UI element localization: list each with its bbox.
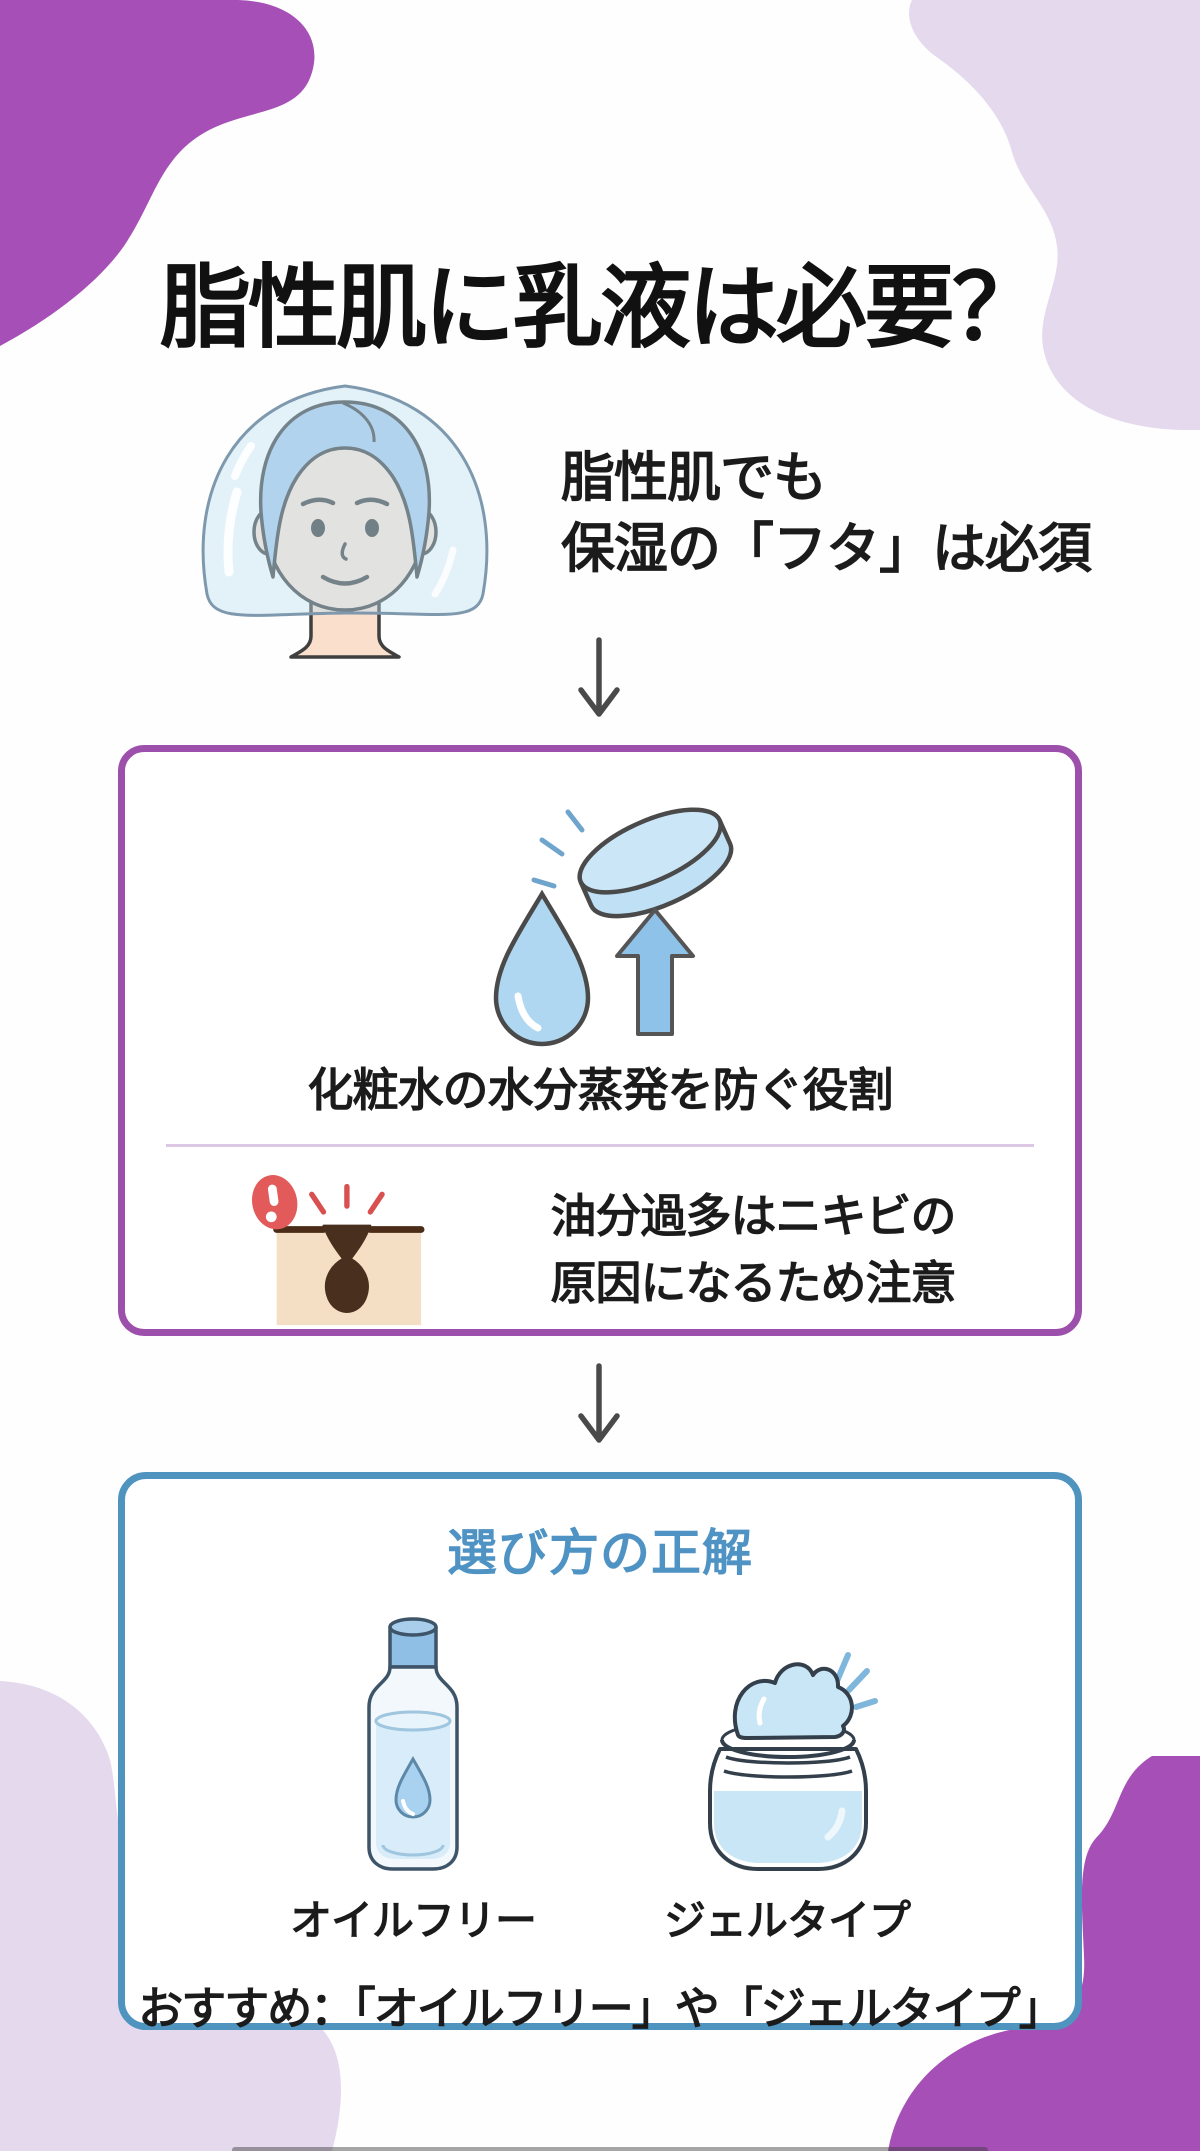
recommendation-text: おすすめ：「オイルフリー」や「ジェルタイプ」 <box>138 1983 1064 2034</box>
intro-heading: 脂性肌でも 保湿の「フタ」は必須 <box>561 443 1092 586</box>
page-title: 脂性肌に乳液は必要？ <box>159 257 1043 359</box>
top-left-purple-blob <box>0 0 315 346</box>
oil-free-toner-bottle-icon <box>367 1617 459 1871</box>
role-box-divider <box>166 1144 1034 1147</box>
down-arrow-icon <box>578 1363 620 1443</box>
clogged-pore-warning-icon <box>251 1175 424 1326</box>
caution-text: 油分過多はニキビの 原因になるため注意 <box>550 1183 957 1316</box>
intro-heading-line1: 脂性肌でも <box>561 447 827 508</box>
bottom-edge-bar <box>232 2147 988 2151</box>
options-row: オイルフリー ジェルタイプ <box>125 1611 1075 1948</box>
role-main-text: 化粧水の水分蒸発を防ぐ役割 <box>307 1064 894 1116</box>
option-gel-type: ジェルタイプ <box>664 1641 911 1948</box>
bottom-right-purple-blob <box>888 1756 1200 2151</box>
top-right-lavender-blob <box>909 0 1200 430</box>
emulsion-role-box: 化粧水の水分蒸発を防ぐ役割 油分過多はニキビの 原因になるため注意 <box>118 745 1082 1336</box>
intro-heading-line2: 保湿の「フタ」は必須 <box>561 519 1092 579</box>
option-label-oil-free: オイルフリー <box>289 1897 537 1944</box>
option-oil-free: オイルフリー <box>289 1611 537 1948</box>
caution-row: 油分過多はニキビの 原因になるため注意 <box>125 1169 1075 1331</box>
down-arrow-icon <box>578 637 620 717</box>
gel-cream-jar-icon <box>707 1652 878 1871</box>
choice-box: 選び方の正解 オイルフリー <box>118 1472 1082 2034</box>
choice-box-title: 選び方の正解 <box>447 1525 753 1581</box>
water-drop-and-lid-icon <box>493 807 734 1047</box>
caution-text-line1: 油分過多はニキビの <box>550 1190 957 1243</box>
bottom-left-lavender-blob <box>0 1681 341 2151</box>
option-label-gel-type: ジェルタイプ <box>664 1897 911 1944</box>
caution-text-line2: 原因になるため注意 <box>550 1257 957 1309</box>
face-with-moisture-veil-icon <box>201 384 489 659</box>
intro-section: 脂性肌でも 保湿の「フタ」は必須 <box>185 372 1092 672</box>
